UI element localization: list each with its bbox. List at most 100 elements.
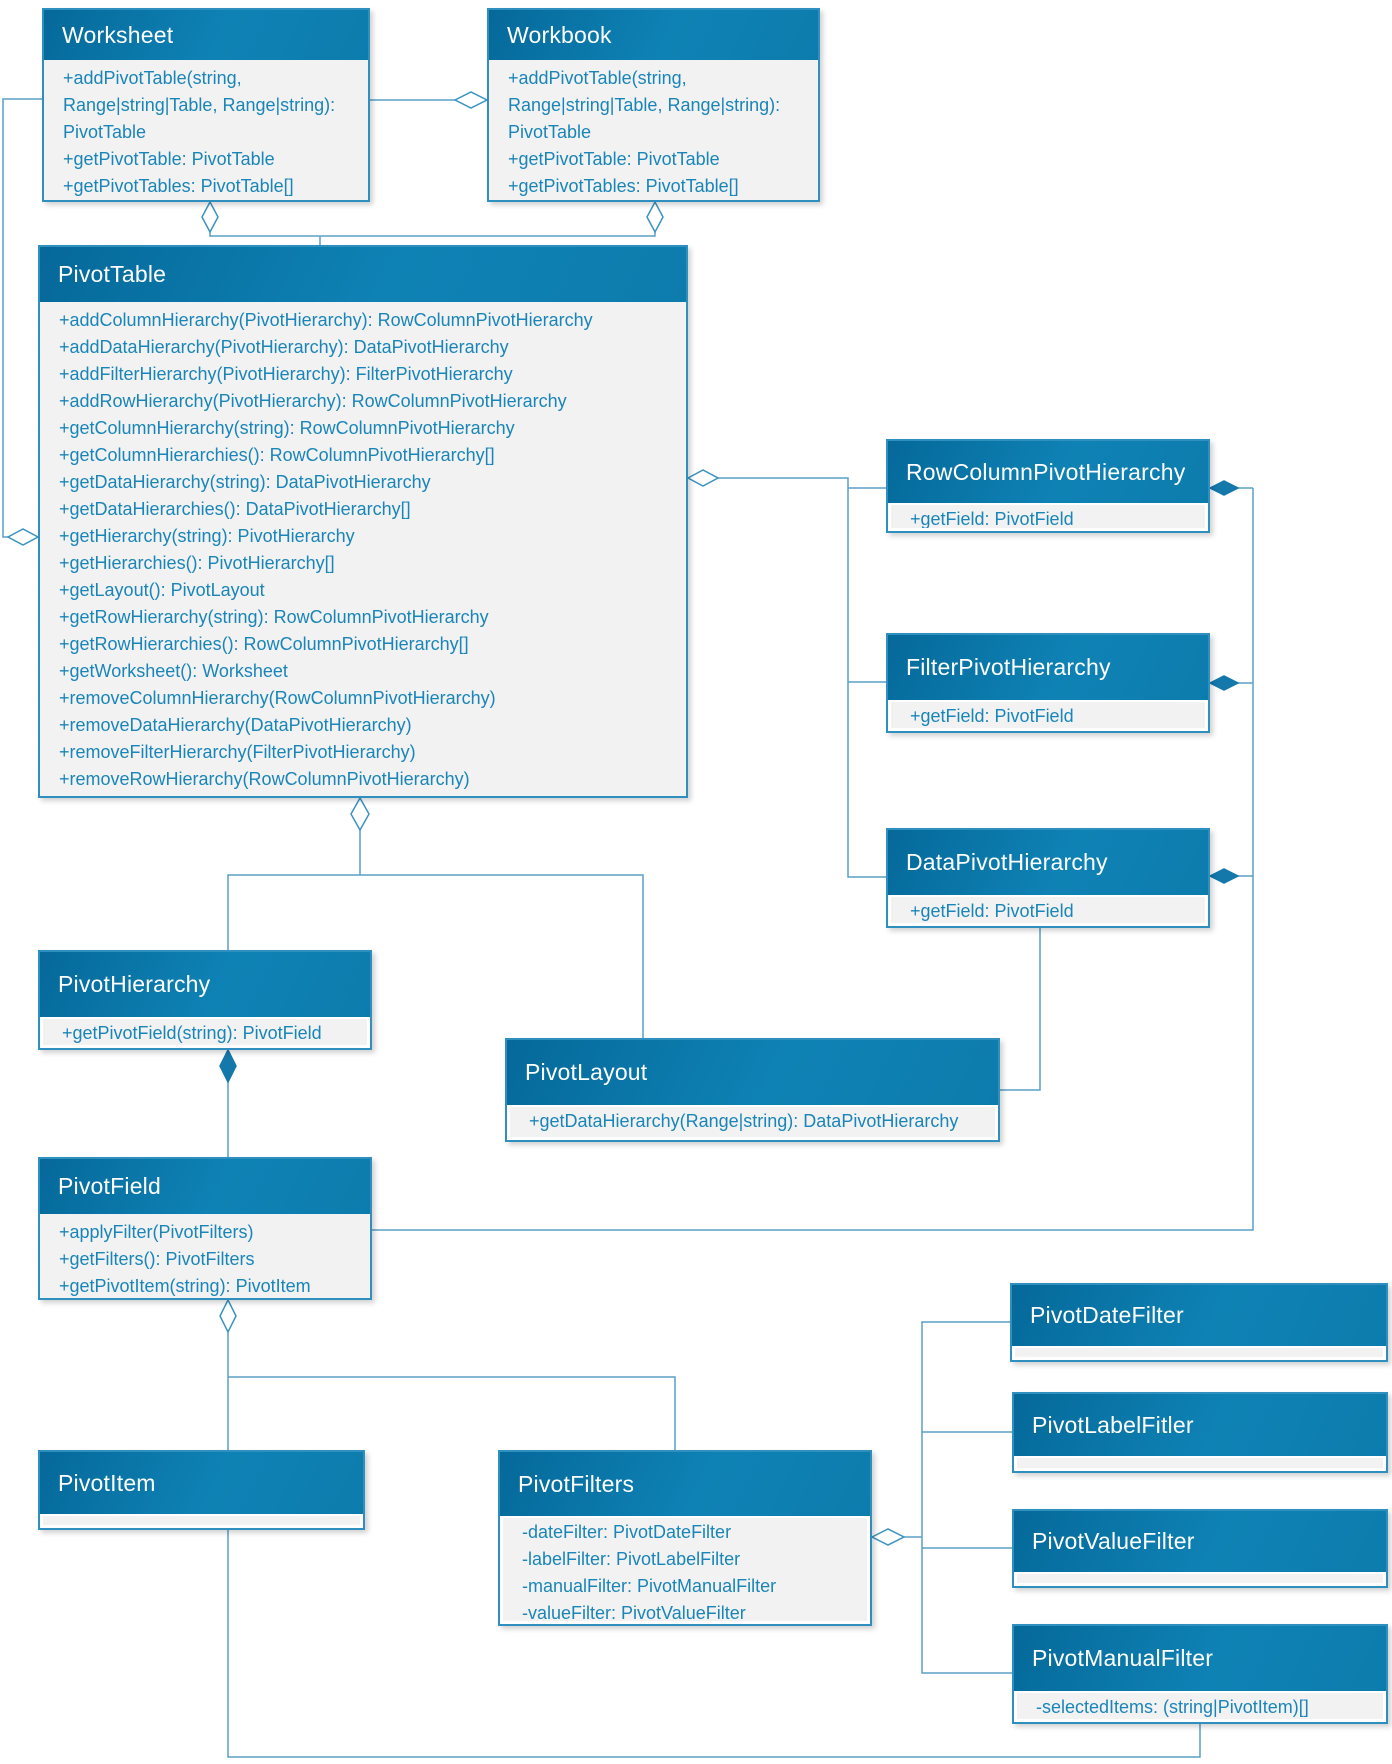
class-worksheet: Worksheet +addPivotTable(string, Range|st… [42,8,370,202]
class-title: PivotLayout [507,1040,998,1105]
class-title: PivotTable [40,247,686,302]
member-line: +getDataHierarchy(string): DataPivotHier… [59,472,431,492]
class-title: Workbook [489,10,818,60]
member-line: +addFilterHierarchy(PivotHierarchy): Fil… [59,364,513,384]
class-datapivothierarchy: DataPivotHierarchy +getField: PivotField [886,828,1210,928]
class-title: DataPivotHierarchy [888,830,1208,895]
class-title: PivotManualFilter [1014,1626,1386,1691]
member-line: +getWorksheet(): Worksheet [59,661,288,681]
aggregation-diamond-pivottable-right [686,469,720,487]
class-title: Worksheet [44,10,368,60]
member-line: +getHierarchies(): PivotHierarchy[] [59,553,335,573]
aggregation-diamond-worksheet-bottom [201,200,219,234]
member-line: PivotTable [508,122,592,142]
class-title: PivotHierarchy [40,952,370,1017]
class-pivotmanualfilter: PivotManualFilter -selectedItems: (strin… [1012,1624,1388,1724]
member-line: Range|string|Table, Range|string): [63,95,336,115]
member-line: +getDataHierarchies(): DataPivotHierarch… [59,499,411,519]
member-line: +getLayout(): PivotLayout [59,580,265,600]
class-title: RowColumnPivotHierarchy [888,441,1208,503]
member-line: +getPivotTable: PivotTable [63,149,275,169]
connector-worksheet-pivottable-left [2,98,42,538]
member-line: +addPivotTable(string, [508,68,687,88]
class-rowcolumnpivothierarchy: RowColumnPivotHierarchy +getField: Pivot… [886,439,1210,533]
member-line: +addColumnHierarchy(PivotHierarchy): Row… [59,310,593,330]
member-line: +getPivotTable: PivotTable [508,149,720,169]
class-members: +addPivotTable(string, Range|string|Table… [489,60,818,200]
class-pivothierarchy: PivotHierarchy +getPivotField(string): P… [38,950,372,1050]
member-line: -dateFilter: PivotDateFilter [522,1522,732,1542]
class-title: PivotItem [40,1452,363,1514]
class-workbook: Workbook +addPivotTable(string, Range|str… [487,8,820,202]
class-members: +getField: PivotField [891,505,1205,528]
aggregation-diamond-pivotfilters-right [870,1528,906,1546]
member-line: +removeFilterHierarchy(FilterPivotHierar… [59,742,416,762]
class-title: PivotLabelFitler [1014,1394,1386,1456]
member-line: +getPivotTables: PivotTable[] [508,176,739,196]
class-pivotlabelfitler: PivotLabelFitler [1012,1392,1388,1473]
member-line: +removeColumnHierarchy(RowColumnPivotHie… [59,688,496,708]
member-line: +getColumnHierarchy(string): RowColumnPi… [59,418,515,438]
member-line: +addPivotTable(string, [63,68,242,88]
composition-diamond-filterhierarchy [1208,675,1240,691]
class-pivotvaluefilter: PivotValueFilter [1012,1509,1388,1588]
member-line: +getRowHierarchy(string): RowColumnPivot… [59,607,489,627]
member-line: +removeRowHierarchy(RowColumnPivotHierar… [59,769,470,789]
member-line: +getPivotTables: PivotTable[] [63,176,294,196]
class-pivottable: PivotTable +addColumnHierarchy(PivotHier… [38,245,688,798]
class-members [1015,1348,1383,1357]
member-line: Range|string|Table, Range|string): [508,95,781,115]
class-members [1017,1458,1383,1468]
member-line: +addRowHierarchy(PivotHierarchy): RowCol… [59,391,567,411]
class-title: PivotField [40,1159,370,1214]
class-members [1017,1574,1383,1583]
class-members: +addPivotTable(string, Range|string|Table… [44,60,368,200]
class-members: +getDataHierarchy(Range|string): DataPiv… [510,1107,995,1137]
aggregation-diamond-pivotfield-bottom [219,1298,237,1334]
class-members: +getField: PivotField [891,702,1205,728]
member-line: +getField: PivotField [910,901,1074,921]
member-line: +removeDataHierarchy(DataPivotHierarchy) [59,715,412,735]
connector-pivottable-hierarchies-trunk [718,477,886,878]
composition-diamond-rowcolumn [1208,480,1240,496]
class-pivotfilters: PivotFilters -dateFilter: PivotDateFilte… [498,1450,872,1626]
member-line: +addDataHierarchy(PivotHierarchy): DataP… [59,337,509,357]
class-members: +getField: PivotField [891,897,1205,923]
class-members: -dateFilter: PivotDateFilter -labelFilter… [503,1518,867,1621]
class-members: +applyFilter(PivotFilters) +getFilters():… [40,1214,370,1298]
class-pivotitem: PivotItem [38,1450,365,1530]
member-line: +getFilters(): PivotFilters [59,1249,255,1269]
connector-right-trunk [372,488,1254,1231]
member-line: -labelFilter: PivotLabelFilter [522,1549,741,1569]
aggregation-diamond-pivottable-bottom [350,796,370,832]
connector-datahierarchy-pivotlayout [1000,928,1041,1091]
connector-filters-trunk [921,1321,1012,1674]
class-title: PivotDateFilter [1012,1285,1386,1346]
member-line: +getField: PivotField [910,706,1074,726]
class-title: FilterPivotHierarchy [888,635,1208,700]
class-filterpivothierarchy: FilterPivotHierarchy +getField: PivotFie… [886,633,1210,733]
connector-pivottable-branch [227,874,644,1038]
connector-top-to-pivottable [209,232,656,237]
class-members: -selectedItems: (string|PivotItem)[] [1017,1693,1383,1719]
class-title: PivotFilters [500,1452,870,1516]
member-line: +getColumnHierarchies(): RowColumnPivotH… [59,445,495,465]
member-line: +getHierarchy(string): PivotHierarchy [59,526,355,546]
aggregation-diamond-workbook-bottom [646,200,664,234]
connector-pivotfield-pivotfilters [228,1376,676,1450]
member-line: +getField: PivotField [910,509,1074,528]
aggregation-diamond-workbook [453,91,489,109]
member-line: PivotTable [63,122,147,142]
member-line: +getPivotItem(string): PivotItem [59,1276,311,1296]
class-title: PivotValueFilter [1014,1511,1386,1572]
class-members: +addColumnHierarchy(PivotHierarchy): Row… [40,302,686,796]
class-pivotdatefilter: PivotDateFilter [1010,1283,1388,1362]
member-line: -valueFilter: PivotValueFilter [522,1603,746,1621]
class-pivotlayout: PivotLayout +getDataHierarchy(Range|stri… [505,1038,1000,1142]
composition-diamond-datahierarchy [1208,868,1240,884]
member-line: +applyFilter(PivotFilters) [59,1222,254,1242]
class-members: +getPivotField(string): PivotField [43,1019,367,1045]
member-line: +getRowHierarchies(): RowColumnPivotHier… [59,634,469,654]
